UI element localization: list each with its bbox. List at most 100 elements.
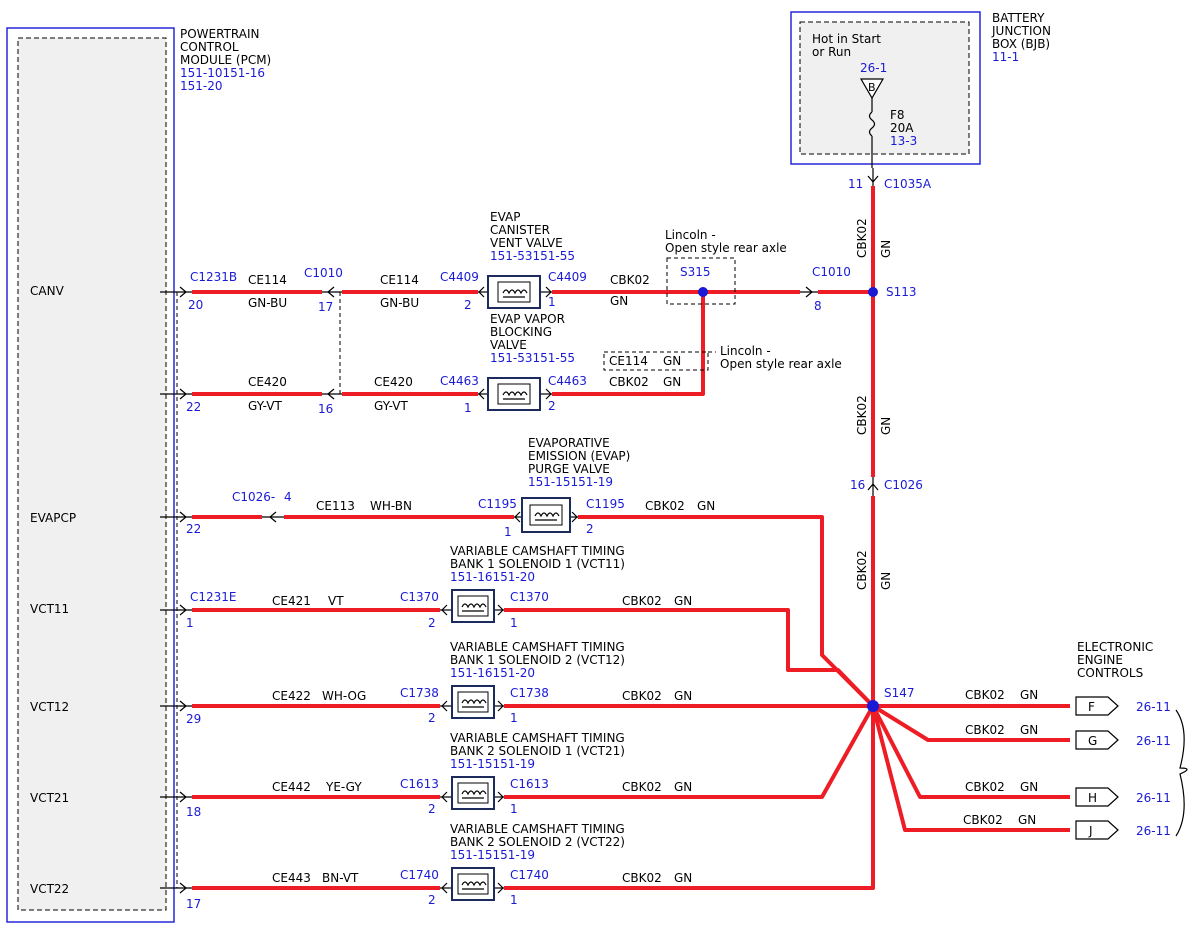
c1195-a-pin: 1 — [504, 525, 512, 539]
splice-s147[interactable]: S147 — [884, 686, 915, 700]
c4409-a[interactable]: C4409 — [440, 270, 479, 284]
gn-f: GN — [1020, 688, 1038, 702]
bjb-ref[interactable]: 11-1 — [992, 50, 1019, 64]
c1738-b[interactable]: C1738 — [510, 686, 549, 700]
c1195-b[interactable]: C1195 — [586, 497, 625, 511]
c1738-a[interactable]: C1738 — [400, 686, 439, 700]
vwire-2-color: GN — [879, 417, 893, 435]
vct11-solenoid-icon — [440, 589, 504, 623]
bjb-bus-letter: B — [868, 81, 876, 94]
pcm-ref-2[interactable]: 151-20 — [180, 79, 223, 93]
eec-ref-f[interactable]: 26-11 — [1136, 700, 1171, 714]
eec-letter-j: J — [1088, 824, 1093, 838]
pcm-pin-evapcp: EVAPCP — [30, 511, 76, 525]
c1740-a[interactable]: C1740 — [400, 868, 439, 882]
c1026-a[interactable]: C1026- — [232, 490, 275, 504]
c1010-b-pin: 8 — [814, 299, 822, 313]
vct12-ref[interactable]: 151-16151-20 — [450, 666, 535, 680]
eec-connectors — [1075, 696, 1188, 840]
component-symbols — [440, 275, 578, 901]
bus-b-icon — [859, 78, 885, 100]
c4409-b[interactable]: C4409 — [548, 270, 587, 284]
c1613-a[interactable]: C1613 — [400, 777, 439, 791]
purge-title-2: EMISSION (EVAP) — [528, 449, 630, 463]
vwire-1-color: GN — [879, 240, 893, 258]
pcm-title-2: CONTROL — [180, 40, 239, 54]
gn-vct11: GN — [674, 594, 692, 608]
fuse-amps: 20A — [890, 121, 914, 135]
block-ref[interactable]: 151-53151-55 — [490, 351, 575, 365]
bjb-connector[interactable]: C1035A — [884, 177, 932, 191]
vct21-title-2: BANK 2 SOLENOID 1 (VCT21) — [450, 744, 625, 758]
c4463-b[interactable]: C4463 — [548, 374, 587, 388]
vent-title-1: EVAP — [490, 210, 520, 224]
ce420-b: CE420 — [374, 375, 413, 389]
block-title-3: VALVE — [490, 338, 527, 352]
pcm-pin-vct12: VCT12 — [30, 700, 69, 714]
eec-ref-h[interactable]: 26-11 — [1136, 791, 1171, 805]
cbk02-j: CBK02 — [963, 813, 1003, 827]
c1010-b[interactable]: C1010 — [812, 265, 851, 279]
c1195-a[interactable]: C1195 — [478, 497, 517, 511]
cbk02-h: CBK02 — [965, 780, 1005, 794]
vct21-ref[interactable]: 151-15151-19 — [450, 757, 535, 771]
c1370-a[interactable]: C1370 — [400, 590, 439, 604]
gnbu-a: GN-BU — [248, 296, 287, 310]
pin-17: 17 — [186, 897, 201, 911]
gn-ce114: GN — [663, 354, 681, 368]
pcm-title-1: POWERTRAIN — [180, 27, 260, 41]
eec-ref-g[interactable]: 26-11 — [1136, 734, 1171, 748]
gn-j: GN — [1018, 813, 1036, 827]
gnbu-b: GN-BU — [380, 296, 419, 310]
vct11-ref[interactable]: 151-16151-20 — [450, 570, 535, 584]
pcm-module: POWERTRAIN CONTROL MODULE (PCM) 151-1015… — [6, 27, 271, 923]
bjb-hot-2: or Run — [812, 45, 851, 59]
splice-s113-dot[interactable] — [868, 287, 878, 297]
c4409-a-pin: 2 — [464, 298, 472, 312]
c1026-label[interactable]: C1026 — [884, 478, 923, 492]
battery-junction-box: BATTERY JUNCTION BOX (BJB) 11-1 Hot in S… — [790, 11, 1051, 168]
ce114-c: CE114 — [609, 354, 648, 368]
eec-letter-f: F — [1088, 700, 1095, 714]
c1370-b[interactable]: C1370 — [510, 590, 549, 604]
c1231e[interactable]: C1231E — [190, 590, 237, 604]
gn-r2: GN — [663, 375, 681, 389]
vt: VT — [328, 594, 344, 608]
c1740-b[interactable]: C1740 — [510, 868, 549, 882]
vent-ref[interactable]: 151-53151-55 — [490, 249, 575, 263]
c4463-a[interactable]: C4463 — [440, 374, 479, 388]
gyvt-a: GY-VT — [248, 399, 282, 413]
c1231b[interactable]: C1231B — [190, 270, 237, 284]
ce114-b: CE114 — [380, 273, 419, 287]
cbk02-vct21: CBK02 — [622, 780, 662, 794]
fuse-ref[interactable]: 13-3 — [890, 134, 917, 148]
wires — [192, 186, 1070, 890]
bjb-bus-ref[interactable]: 26-1 — [860, 61, 887, 75]
vct22-ref[interactable]: 151-15151-19 — [450, 848, 535, 862]
c1613-b[interactable]: C1613 — [510, 777, 549, 791]
gn-vct12: GN — [674, 689, 692, 703]
gyvt-b: GY-VT — [374, 399, 408, 413]
ce114-a: CE114 — [248, 273, 287, 287]
splice-s315[interactable]: S315 — [680, 265, 711, 279]
c1195-b-pin: 2 — [586, 522, 594, 536]
vwire-1-circuit: CBK02 — [855, 218, 869, 258]
purge-ref[interactable]: 151-15151-19 — [528, 475, 613, 489]
splice-s113[interactable]: S113 — [886, 285, 917, 299]
c1010-a[interactable]: C1010 — [304, 266, 343, 280]
splice-s315-dot[interactable] — [698, 287, 708, 297]
gn-canv: GN — [610, 294, 628, 308]
eec-title-1: ELECTRONIC — [1077, 640, 1153, 654]
pin-22-b: 22 — [186, 522, 201, 536]
pcm-title-3: MODULE (PCM) — [180, 53, 271, 67]
blocking-valve-icon — [478, 377, 552, 411]
splice-s147-dot[interactable] — [867, 700, 879, 712]
c1740-a-pin: 2 — [428, 893, 436, 907]
eec-ref-j[interactable]: 26-11 — [1136, 824, 1171, 838]
pcm-ref-1[interactable]: 151-10151-16 — [180, 66, 265, 80]
vwire-3-circuit: CBK02 — [855, 550, 869, 590]
vct11-title-1: VARIABLE CAMSHAFT TIMING — [450, 544, 625, 558]
vent-title-2: CANISTER — [490, 223, 550, 237]
lincoln-note-2a: Lincoln - — [720, 344, 771, 358]
